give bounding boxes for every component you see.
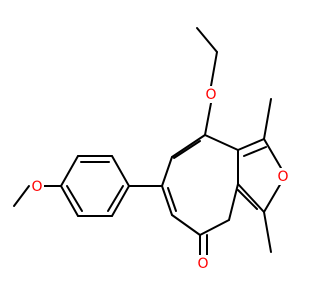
bond-o-ring bbox=[204, 102, 212, 136]
methoxy-oxygen-background bbox=[30, 178, 44, 195]
atom-labels: O O O O bbox=[30, 86, 290, 272]
bond-phenyl-6 bbox=[111, 185, 130, 217]
ketone-oxygen-background bbox=[196, 255, 210, 272]
bond-furan-top-left-double bbox=[243, 146, 267, 157]
bond-lines bbox=[13, 27, 282, 256]
bond-furan-bottom-left bbox=[237, 183, 265, 213]
bond-methoxy-ch3 bbox=[13, 185, 30, 207]
bond-phenyl-1 bbox=[111, 155, 130, 187]
bond-methyl-top bbox=[263, 98, 272, 140]
bond-fused-top bbox=[204, 134, 239, 151]
molecule-canvas: O O O O bbox=[13, 27, 290, 272]
bond-furan-top-left bbox=[237, 138, 265, 151]
methoxy-oxygen-label: O bbox=[31, 179, 42, 195]
bond-furan-top-right bbox=[263, 138, 282, 169]
bond-fused-bottom bbox=[228, 183, 239, 221]
bond-furan-bottom-right bbox=[263, 182, 282, 213]
bond-ring-bottom bbox=[171, 214, 201, 236]
bond-ethyl-ch2-o bbox=[210, 51, 218, 87]
bond-ring-left-top bbox=[161, 156, 173, 187]
bond-ring-left-bottom bbox=[161, 185, 173, 216]
structure-diagram: O O O O bbox=[13, 27, 290, 272]
bond-phenyl-4 bbox=[60, 185, 79, 217]
bond-methyl-bottom bbox=[263, 211, 272, 253]
ethoxy-oxygen-background bbox=[204, 86, 218, 103]
bond-phenyl-6-double bbox=[107, 185, 124, 212]
bond-phenyl-4-double bbox=[66, 185, 83, 212]
bond-ring-top bbox=[171, 134, 206, 158]
bond-ketone-ring bbox=[199, 219, 230, 236]
ketone-oxygen-label: O bbox=[197, 256, 208, 272]
furan-oxygen-label: O bbox=[277, 169, 288, 185]
bond-ring-left-bottom-double bbox=[167, 187, 177, 212]
bond-furan-bottom-left-double bbox=[237, 189, 258, 210]
bond-phenyl-3 bbox=[60, 155, 79, 187]
bond-ring-top-double bbox=[173, 140, 201, 159]
ethoxy-oxygen-label: O bbox=[205, 87, 216, 103]
bond-ethyl-ch3-ch2 bbox=[196, 27, 218, 53]
furan-oxygen-background bbox=[276, 168, 290, 185]
